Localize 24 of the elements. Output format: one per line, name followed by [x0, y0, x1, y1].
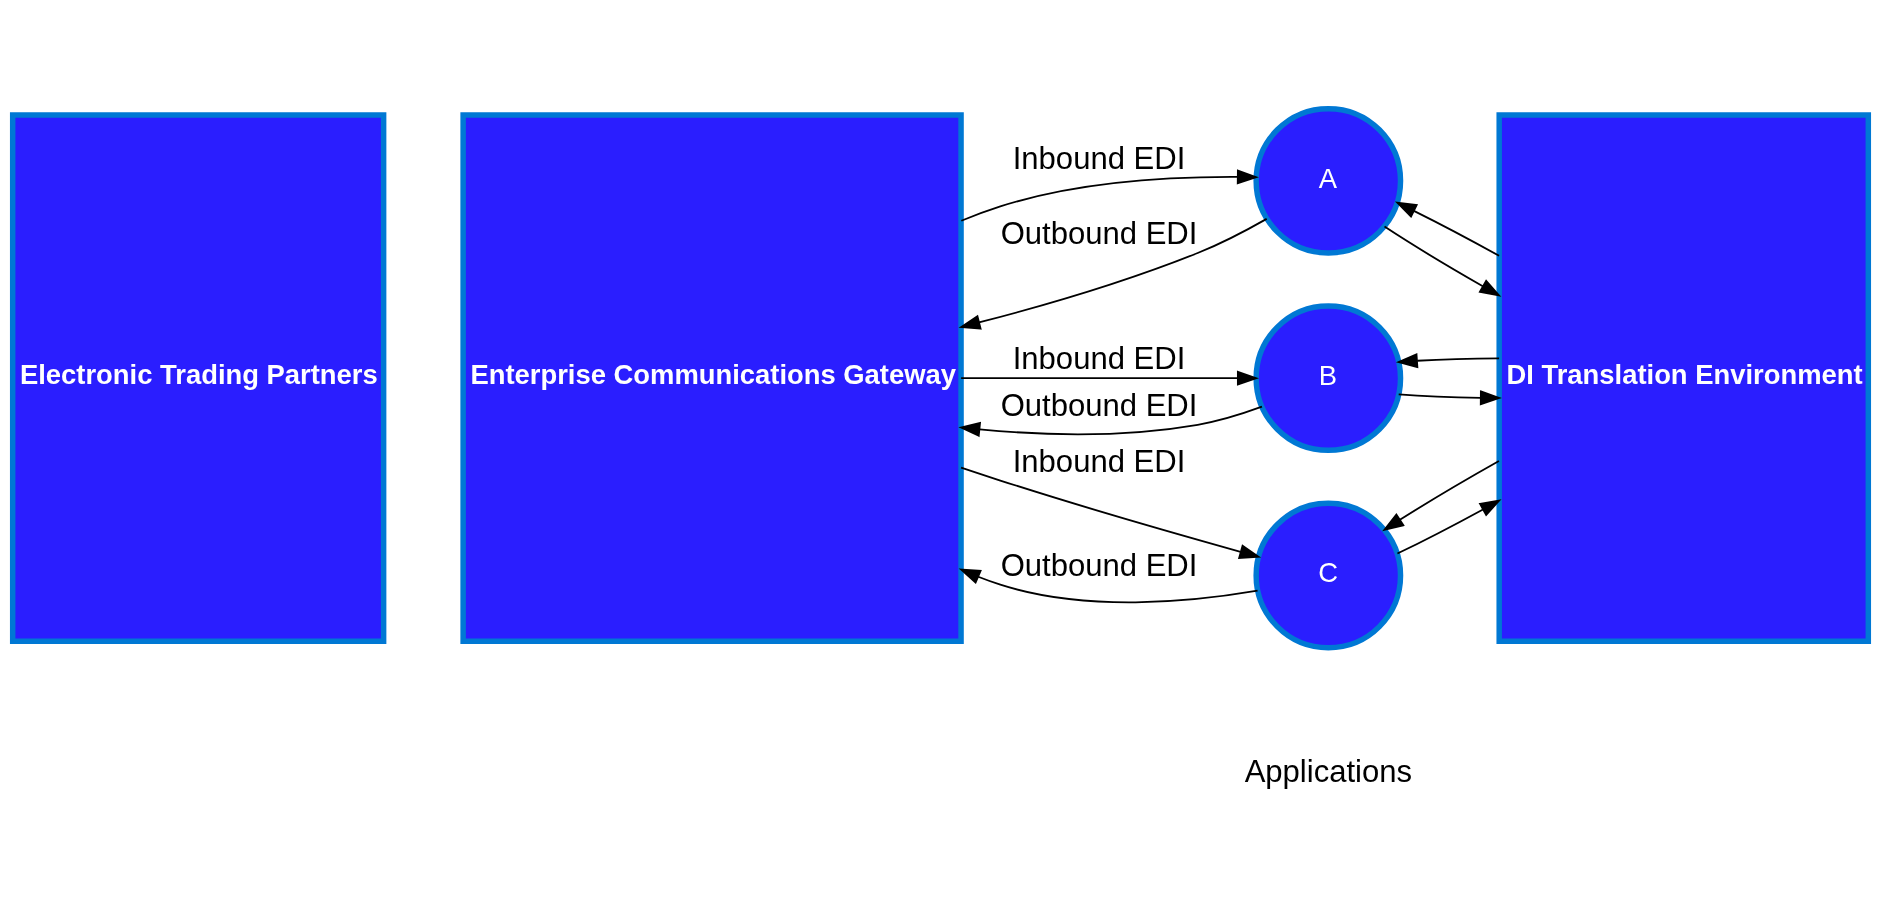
edge-label: Outbound EDI	[1000, 547, 1198, 583]
arrow	[958, 217, 1268, 330]
node-circle: A	[1253, 105, 1404, 256]
arrow	[960, 168, 1259, 222]
edge-label: Outbound EDI	[1000, 215, 1198, 251]
arrow	[958, 568, 1259, 603]
node-box: Enterprise Communications Gateway	[460, 111, 964, 644]
edge-label: Outbound EDI	[1000, 387, 1198, 423]
arrow	[1394, 201, 1500, 257]
arrow	[958, 405, 1263, 437]
arrow	[1397, 389, 1502, 406]
edge-label: Inbound EDI	[1012, 443, 1186, 479]
arrow	[1382, 459, 1500, 531]
edge-label: Inbound EDI	[1012, 140, 1186, 176]
node-box: DI Translation Environment	[1496, 111, 1872, 644]
node-box: Electronic Trading Partners	[9, 111, 387, 644]
label: Applications	[1244, 753, 1413, 789]
edge-label: Inbound EDI	[1012, 340, 1186, 376]
arrow	[960, 466, 1262, 559]
arrow	[1383, 225, 1502, 297]
arrow	[1396, 498, 1502, 554]
node-circle: B	[1253, 302, 1404, 453]
arrow	[1395, 352, 1500, 368]
arrow	[960, 370, 1259, 386]
